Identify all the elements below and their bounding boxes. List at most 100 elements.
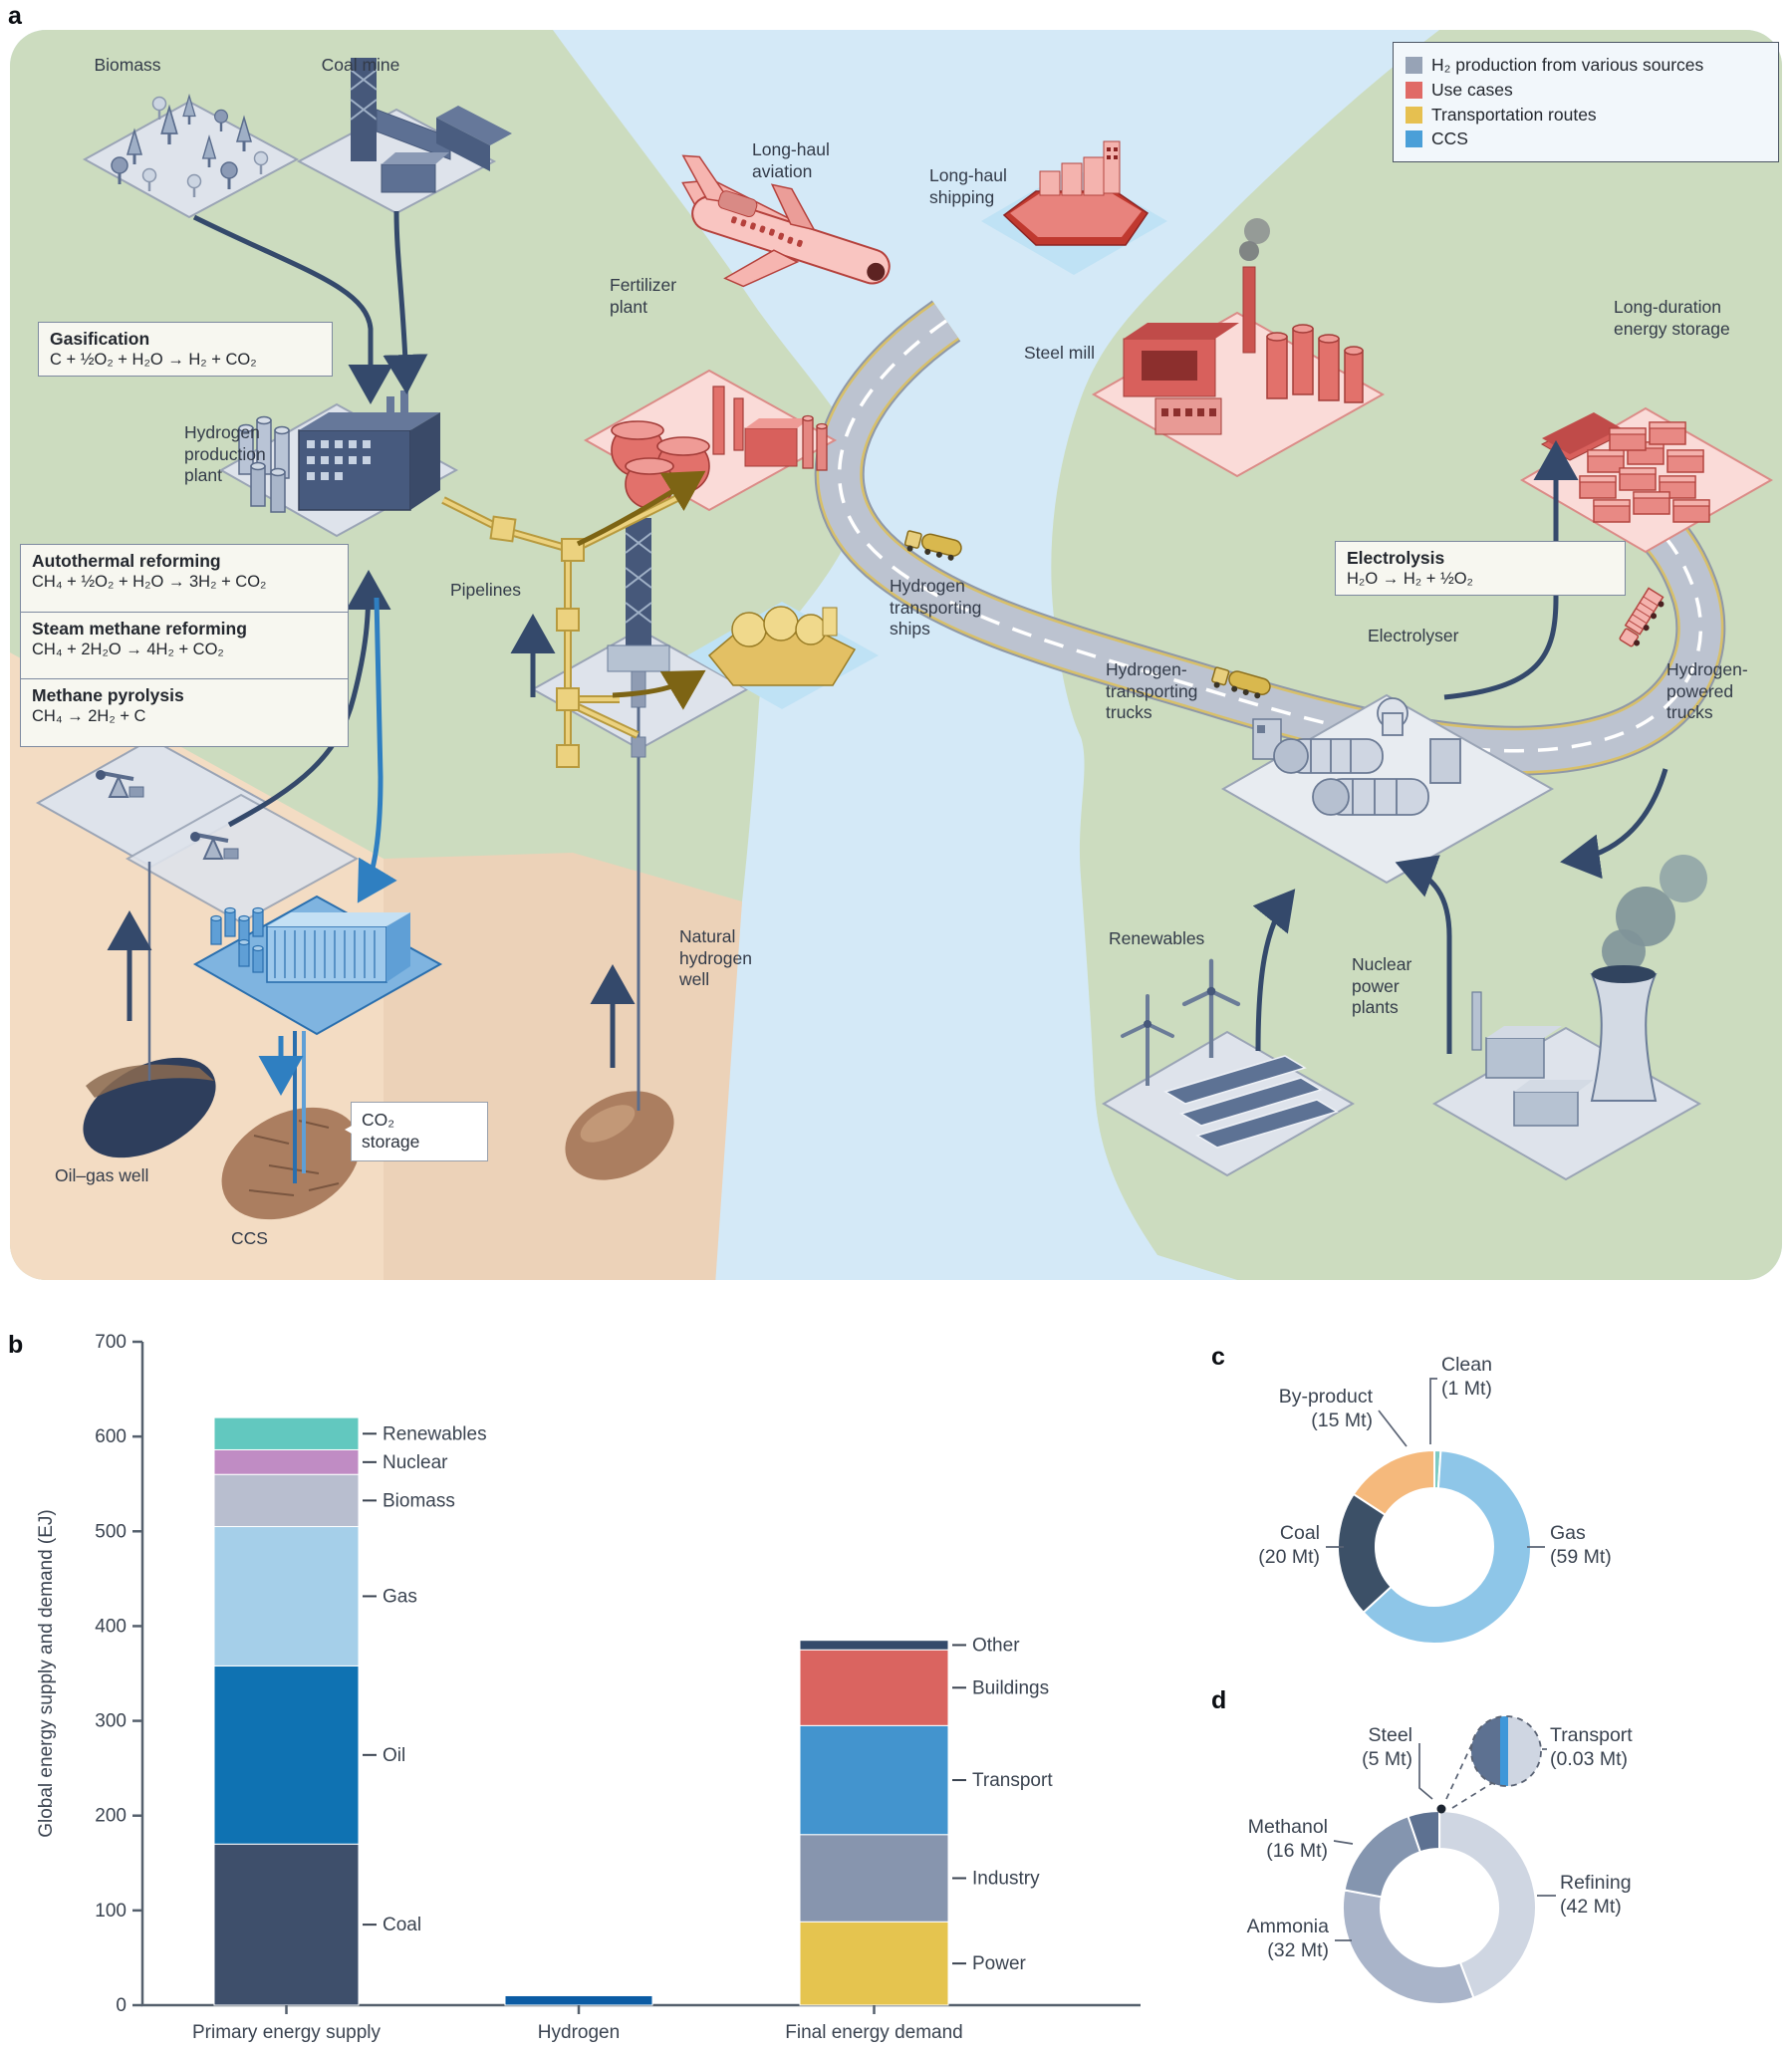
label-hydrogen-powered-trucks: Hydrogen- powered trucks	[1666, 659, 1748, 723]
donut-label-amount: (5 Mt)	[1362, 1748, 1412, 1770]
donut-label: Methanol	[1248, 1816, 1328, 1838]
panel-b-label: b	[8, 1331, 24, 1359]
x-category-label: Hydrogen	[538, 2022, 620, 2043]
fertilizer-plant-illustration	[583, 369, 838, 512]
magnifier-anchor-dot	[1436, 1804, 1446, 1814]
label-steel-mill: Steel mill	[1024, 343, 1095, 363]
label-long-haul-shipping: Long-haul shipping	[929, 165, 1007, 207]
autothermal-reforming-box: Autothermal reforming CH₄ + ½O₂ + H₂O → …	[20, 544, 349, 613]
legend-item: Use cases	[1406, 79, 1766, 102]
label-renewables: Renewables	[1109, 928, 1205, 948]
donut-label: Ammonia	[1247, 1916, 1330, 1937]
label-nuclear-power-plants: Nuclear power plants	[1352, 954, 1412, 1018]
bar-segment-transport	[799, 1724, 949, 1836]
label-long-haul-aviation: Long-haul aviation	[752, 139, 830, 181]
donut-label-amount: (32 Mt)	[1267, 1939, 1329, 1961]
magnifier-circle	[1470, 1715, 1542, 1787]
bar-segment-coal	[213, 1843, 360, 2006]
magnifier-transport-part	[1500, 1716, 1508, 1786]
bar-segment-biomass	[213, 1473, 360, 1528]
segment-label: Nuclear	[383, 1452, 448, 1473]
co2-storage-reservoir	[221, 1107, 361, 1220]
legend-item: H₂ production from various sources	[1406, 54, 1766, 77]
renewables-illustration	[1102, 961, 1356, 1177]
bar-segment-industry	[799, 1834, 949, 1923]
road	[814, 300, 1726, 776]
hydrogen-transporting-ship	[687, 602, 879, 709]
legend-item: CCS	[1406, 128, 1766, 150]
ccs-plant-illustration	[192, 895, 443, 1183]
y-tick-label: 500	[95, 1521, 127, 1542]
y-tick-label: 600	[95, 1426, 127, 1447]
donut-label: Transport	[1550, 1724, 1633, 1746]
donut-label-amount: (1 Mt)	[1441, 1378, 1492, 1400]
donut-label-amount: (20 Mt)	[1258, 1546, 1320, 1568]
donut-label: Gas	[1550, 1522, 1586, 1544]
label-ccs: CCS	[231, 1228, 268, 1248]
steel-mill-illustration	[1091, 218, 1386, 478]
co2-storage-callout: CO₂ storage	[345, 1102, 488, 1161]
magnifier-refining-part	[1508, 1716, 1541, 1786]
magnifier-connector	[1451, 1782, 1493, 1809]
donut-slice-methanol	[1343, 1814, 1422, 1899]
donut-label: By-product	[1279, 1386, 1374, 1408]
hydrogen-reservoir	[565, 1091, 674, 1180]
y-axis-title: Global energy supply and demand (EJ)	[36, 1509, 57, 1838]
electrolysis-box: Electrolysis H₂O → H₂ + ½O₂	[1335, 541, 1626, 596]
label-fertilizer-plant: Fertilizer plant	[610, 275, 677, 317]
label-hydrogen-transporting-trucks: Hydrogen- transporting trucks	[1106, 659, 1198, 723]
donut-label-amount: (15 Mt)	[1311, 1410, 1373, 1431]
label-long-duration-storage: Long-duration energy storage	[1614, 297, 1730, 339]
donut-slice-by-product	[1352, 1448, 1435, 1517]
donut-slice-ammonia	[1342, 1889, 1475, 2005]
coal-mine-illustration	[296, 58, 512, 215]
bar-segment-gas	[213, 1526, 360, 1667]
hydrogen-powered-truck	[1619, 587, 1664, 647]
bar-segment-nuclear	[213, 1448, 360, 1475]
biomass-illustration	[82, 94, 300, 219]
donut-label: Steel	[1369, 1724, 1412, 1746]
donut-label-amount: (59 Mt)	[1550, 1546, 1612, 1568]
long-haul-shipping-ship	[981, 140, 1167, 275]
segment-label: Biomass	[383, 1490, 455, 1511]
label-coal-mine: Coal mine	[321, 55, 400, 75]
donut-label-amount: (42 Mt)	[1560, 1896, 1622, 1918]
electrolyser-illustration	[1220, 693, 1555, 885]
transportation-routes-swatch	[1406, 106, 1422, 124]
h2-production-swatch	[1406, 57, 1422, 74]
magnifier-steel-part	[1471, 1716, 1500, 1786]
x-category-label: Final energy demand	[785, 2022, 963, 2043]
hydrogen-production-plant-illustration	[218, 390, 459, 538]
donut-label: Coal	[1280, 1522, 1320, 1544]
underground-right-face	[384, 853, 742, 1280]
legend: H₂ production from various sources Use c…	[1393, 42, 1779, 162]
donut-slice-gas	[1362, 1449, 1532, 1645]
bar-segment-renewables	[213, 1416, 360, 1450]
gasification-title: Gasification	[50, 329, 150, 349]
hydrogen-transporting-truck-1	[903, 530, 962, 561]
legend-item: Transportation routes	[1406, 104, 1766, 127]
donut-slice-refining	[1438, 1809, 1537, 1999]
segment-label: Industry	[972, 1869, 1040, 1890]
donut-label: Refining	[1560, 1872, 1632, 1894]
donut-leader-line	[1333, 1840, 1354, 1845]
label-natural-hydrogen-well: Natural hydrogen well	[679, 926, 752, 990]
bar-segment-other	[799, 1640, 949, 1651]
label-hydrogen-production-plant: Hydrogen production plant	[184, 422, 266, 486]
ccs-arrows	[258, 597, 397, 1096]
y-tick-label: 300	[95, 1711, 127, 1732]
y-tick-label: 200	[95, 1806, 127, 1827]
donut-label-amount: (16 Mt)	[1266, 1840, 1328, 1862]
y-tick-label: 0	[116, 1995, 127, 2016]
donut-label-amount: (0.03 Mt)	[1550, 1748, 1628, 1770]
label-hydrogen-transporting-ships: Hydrogen transporting ships	[890, 576, 982, 640]
segment-label: Renewables	[383, 1423, 487, 1444]
segment-label: Oil	[383, 1745, 405, 1766]
label-biomass: Biomass	[94, 55, 161, 75]
bar-segment-buildings	[799, 1649, 949, 1726]
label-pipelines: Pipelines	[450, 580, 522, 600]
panel-c-label: c	[1211, 1343, 1225, 1371]
segment-label: Buildings	[972, 1677, 1049, 1698]
water-wedge	[1056, 1076, 1253, 1280]
